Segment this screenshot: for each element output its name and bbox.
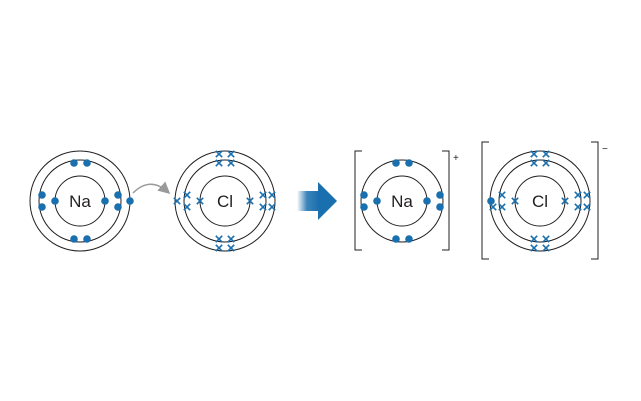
electron-cross bbox=[511, 197, 519, 205]
electron-group bbox=[487, 150, 591, 252]
electron-cross bbox=[561, 197, 569, 205]
valence-electron-cross bbox=[583, 203, 591, 211]
valence-electron-cross bbox=[268, 203, 276, 211]
electron-cross bbox=[259, 191, 267, 199]
electron bbox=[83, 235, 91, 243]
electron-cross bbox=[183, 191, 191, 199]
bracket-right bbox=[442, 150, 450, 251]
electron-transfer-arrow bbox=[132, 181, 171, 194]
cl-ion-charge: − bbox=[602, 144, 608, 155]
electron-cross bbox=[215, 235, 223, 243]
valence-electron-cross bbox=[542, 244, 550, 252]
bracket-left bbox=[354, 150, 362, 251]
electron-cross bbox=[574, 203, 582, 211]
valence-electron-cross bbox=[542, 150, 550, 158]
electron-cross bbox=[542, 235, 550, 243]
reaction-arrow bbox=[297, 182, 337, 220]
valence-electron-cross bbox=[530, 150, 538, 158]
electron-cross bbox=[215, 159, 223, 167]
electron bbox=[114, 203, 122, 211]
na-atom: Na bbox=[29, 150, 134, 252]
electron-cross bbox=[196, 197, 204, 205]
electron-cross bbox=[530, 235, 538, 243]
valence-electron-cross bbox=[530, 244, 538, 252]
electron-cross bbox=[227, 159, 235, 167]
electron-group bbox=[360, 159, 444, 243]
electron-cross bbox=[574, 191, 582, 199]
valence-electron-cross bbox=[489, 203, 497, 211]
valence-electron-cross bbox=[583, 191, 591, 199]
electron bbox=[392, 159, 400, 167]
transferred-electron bbox=[487, 197, 495, 205]
electron-cross bbox=[246, 197, 254, 205]
electron bbox=[38, 203, 46, 211]
electron bbox=[360, 203, 368, 211]
valence-electron-cross bbox=[215, 244, 223, 252]
electron bbox=[101, 197, 109, 205]
electron-cross bbox=[498, 191, 506, 199]
electron bbox=[405, 235, 413, 243]
cl-ion: Cl − bbox=[481, 141, 608, 260]
valence-electron-cross bbox=[268, 191, 276, 199]
valence-electron bbox=[126, 197, 134, 205]
cl-atom-label: Cl bbox=[217, 192, 233, 211]
na-ion-label: Na bbox=[391, 192, 413, 211]
electron-group bbox=[173, 150, 276, 252]
na-ion: Na + bbox=[354, 150, 459, 251]
valence-electron-cross bbox=[215, 150, 223, 158]
electron bbox=[51, 197, 59, 205]
electron-cross bbox=[530, 159, 538, 167]
cl-atom: Cl bbox=[173, 150, 276, 252]
electron bbox=[360, 191, 368, 199]
electron-cross bbox=[227, 235, 235, 243]
electron bbox=[405, 159, 413, 167]
electron-cross bbox=[183, 203, 191, 211]
electron-cross bbox=[498, 203, 506, 211]
electron bbox=[83, 159, 91, 167]
na-ion-charge: + bbox=[453, 153, 459, 164]
na-atom-label: Na bbox=[69, 192, 91, 211]
electron bbox=[70, 235, 78, 243]
bracket-left bbox=[481, 141, 489, 260]
electron-cross bbox=[542, 159, 550, 167]
electron bbox=[70, 159, 78, 167]
electron bbox=[392, 235, 400, 243]
electron-cross bbox=[259, 203, 267, 211]
electron bbox=[38, 191, 46, 199]
electron bbox=[373, 197, 381, 205]
electron-group bbox=[38, 159, 134, 243]
bracket-right bbox=[591, 141, 599, 260]
cl-ion-label: Cl bbox=[532, 192, 548, 211]
electron bbox=[423, 197, 431, 205]
electron bbox=[436, 203, 444, 211]
valence-electron-cross bbox=[227, 244, 235, 252]
valence-electron-cross bbox=[227, 150, 235, 158]
electron bbox=[436, 191, 444, 199]
electron bbox=[114, 191, 122, 199]
valence-electron-cross bbox=[173, 197, 181, 205]
